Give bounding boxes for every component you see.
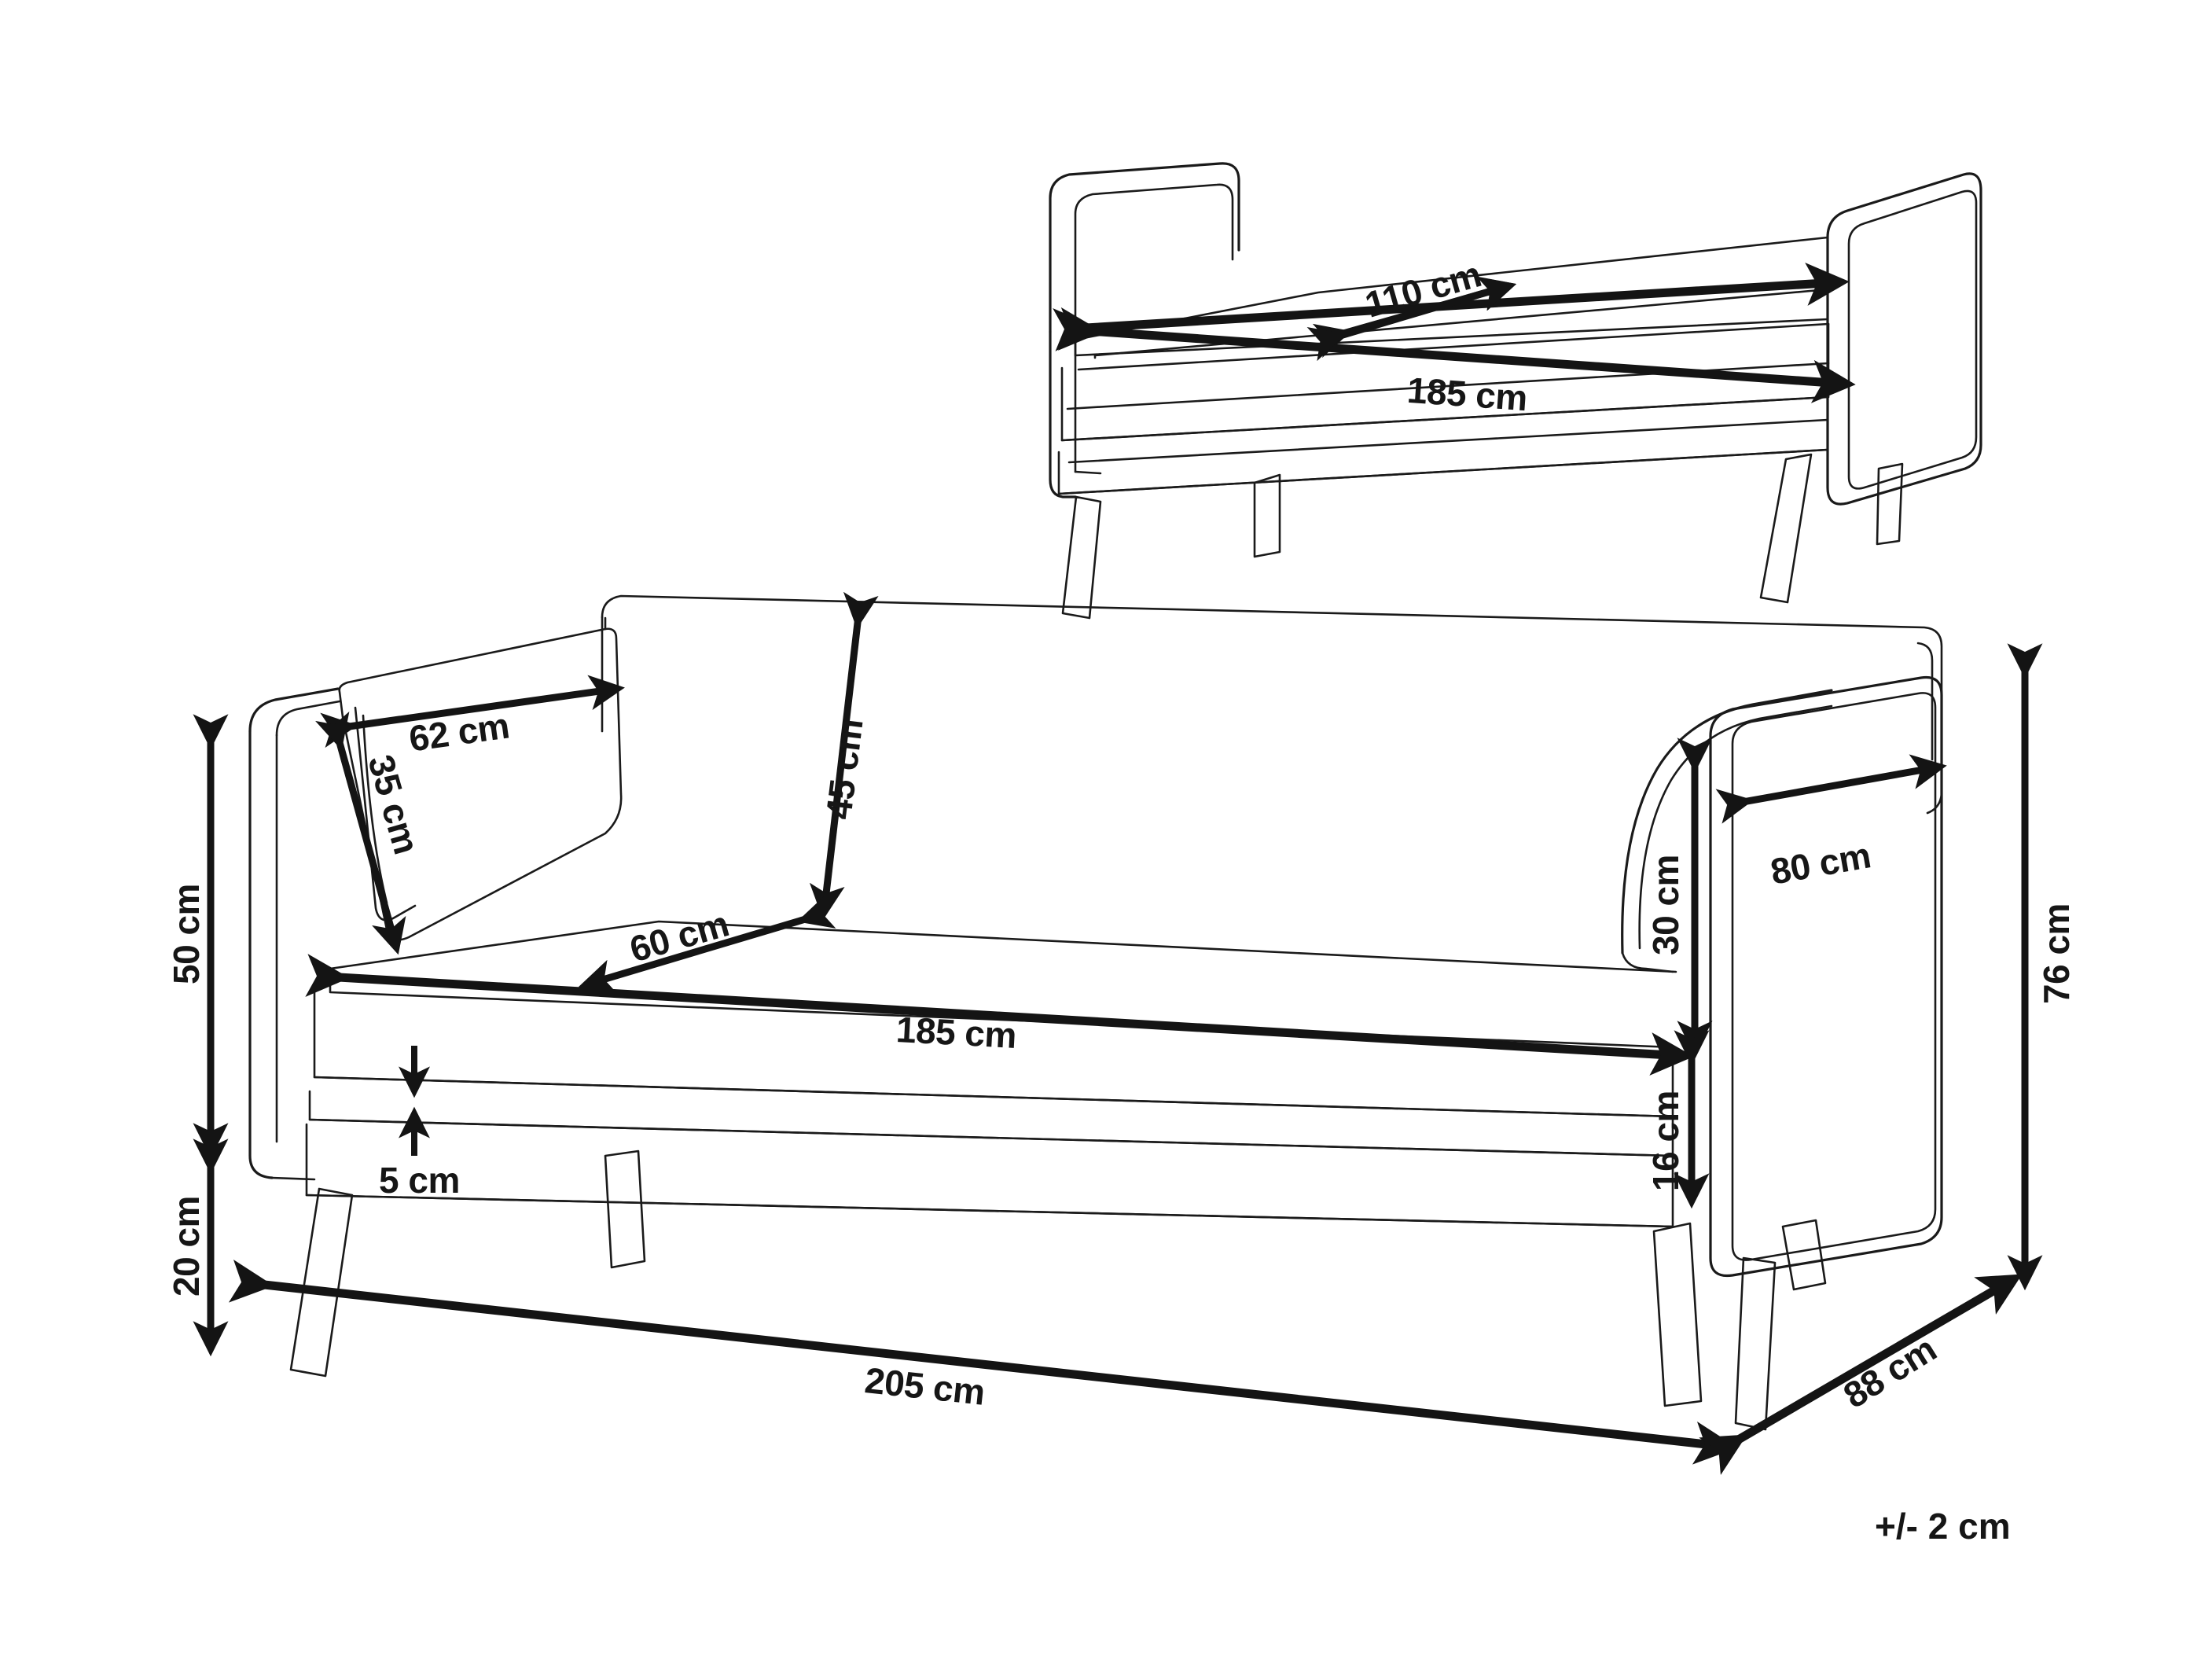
- bed-dimension-arrows: [1057, 277, 1856, 403]
- dim-label-base-band: 16 cm: [1644, 1091, 1686, 1191]
- sofa-dimension-arrows: [193, 591, 2043, 1475]
- dim-label-bed-length: 185 cm: [1405, 369, 1529, 419]
- dim-label-seat-height: 50 cm: [165, 884, 207, 984]
- dim-label-armrest-height: 30 cm: [1644, 855, 1686, 955]
- dim-label-trim-thickness: 5 cm: [379, 1160, 460, 1201]
- dim-label-leg-height: 20 cm: [165, 1196, 207, 1297]
- dim-label-seat-length: 185 cm: [895, 1009, 1018, 1056]
- dim-label-overall-height: 76 cm: [2035, 903, 2077, 1004]
- tolerance-note: +/- 2 cm: [1875, 1506, 2011, 1547]
